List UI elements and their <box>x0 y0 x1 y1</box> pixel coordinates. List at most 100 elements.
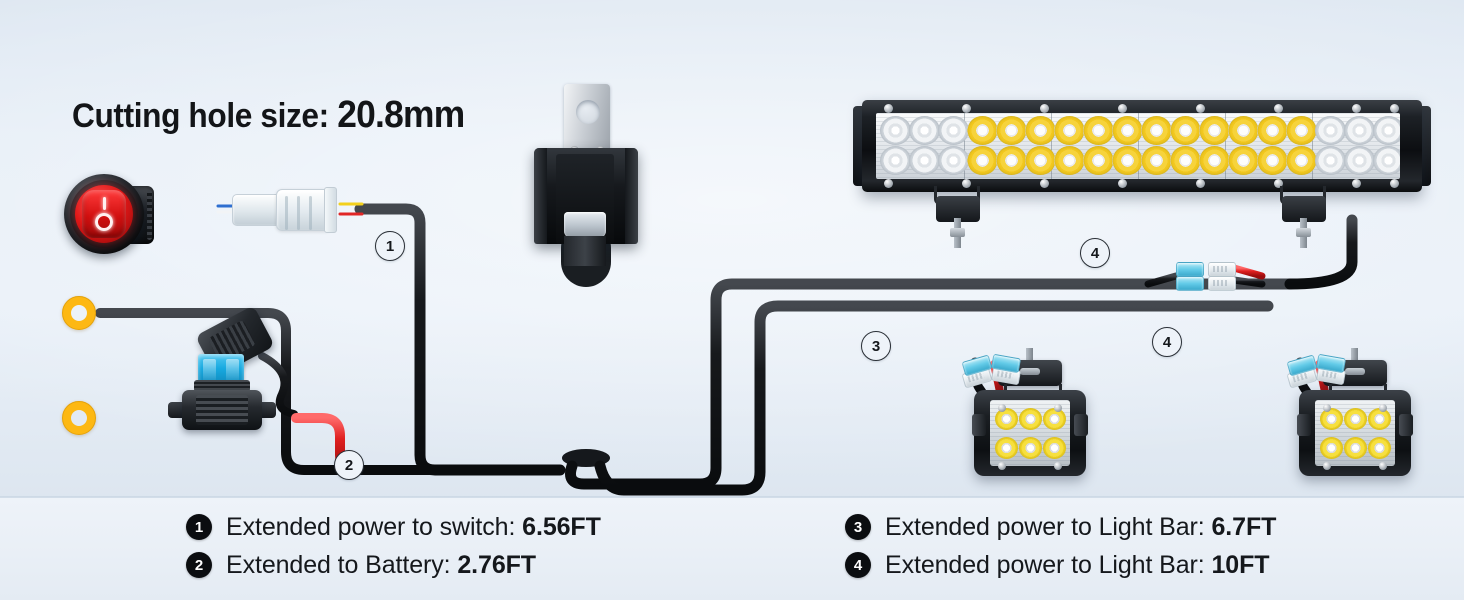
pod-led <box>1043 437 1066 459</box>
work-light-pod-right <box>1293 348 1417 476</box>
fuse-holder-body <box>182 390 262 430</box>
bullet-connector-male-red <box>1208 262 1236 277</box>
light-bar-led <box>1286 116 1317 145</box>
light-bar-screw <box>1352 104 1361 113</box>
fuse-collar <box>194 380 250 392</box>
bullet-connector-female-black <box>1176 276 1204 291</box>
legend-badge-4: 4 <box>845 552 871 578</box>
pod-corner-rib <box>1074 414 1088 436</box>
pod-corner-rib <box>1297 414 1311 436</box>
connector-flange <box>324 187 337 233</box>
relay-assembly <box>520 84 650 284</box>
legend-value-1: 6.56FT <box>522 512 601 541</box>
legend-value-2: 2.76FT <box>457 550 536 579</box>
callout-badge-3: 3 <box>861 331 891 361</box>
light-bar-led <box>909 146 940 175</box>
inline-fuse-holder[interactable] <box>160 305 300 430</box>
light-bar-led <box>1228 146 1259 175</box>
legend-item: 2 Extended to Battery: 2.76FT <box>186 546 601 584</box>
light-bar-led <box>909 116 940 145</box>
light-bar-screw <box>1274 179 1283 188</box>
pod-screw <box>1054 404 1062 412</box>
light-bar-led <box>1170 116 1201 145</box>
legend-value-3: 6.7FT <box>1211 512 1277 541</box>
callout-badge-2: 2 <box>334 450 364 480</box>
pod-led <box>1344 437 1367 459</box>
light-bar-led <box>1170 146 1201 175</box>
light-bar-led <box>1315 146 1346 175</box>
light-bar-led <box>967 116 998 145</box>
light-bar-led <box>1083 146 1114 175</box>
light-bar-led <box>1083 116 1114 145</box>
lens-divider <box>964 113 965 179</box>
light-bar-screw <box>1118 104 1127 113</box>
relay-terminal-boot <box>564 212 606 238</box>
legend-text-4: Extended power to Light Bar: 10FT <box>885 550 1270 580</box>
pod-led <box>995 437 1018 459</box>
light-bar-led <box>938 116 969 145</box>
pod-led <box>1043 408 1066 430</box>
lens-divider <box>1225 113 1226 179</box>
light-bar-screw <box>1196 179 1205 188</box>
light-bar-led <box>1257 146 1288 175</box>
light-bar-led <box>1344 116 1375 145</box>
light-bar-screw <box>884 104 893 113</box>
connector-rib <box>297 196 300 230</box>
legend-item: 3 Extended power to Light Bar: 6.7FT <box>845 508 1276 546</box>
bullet-connector-female-red <box>1176 262 1204 277</box>
light-bar-screw <box>1040 179 1049 188</box>
pod-screw <box>998 404 1006 412</box>
background-lower <box>0 498 1464 600</box>
switch-face[interactable] <box>82 190 126 238</box>
light-bar-led <box>1141 146 1172 175</box>
legend-badge-1: 1 <box>186 514 212 540</box>
callout-badge-4-upper: 4 <box>1080 238 1110 268</box>
light-bar-led <box>1199 116 1230 145</box>
light-bar-screw <box>1118 179 1127 188</box>
pod-screw <box>998 462 1006 470</box>
legend-badge-3: 3 <box>845 514 871 540</box>
title-value: 20.8mm <box>337 94 465 136</box>
light-bar-led <box>1315 116 1346 145</box>
light-bar-led <box>996 116 1027 145</box>
light-bar-bracket-left <box>936 196 980 222</box>
legend-label-3: Extended power to Light Bar: <box>885 512 1212 541</box>
light-bar-led <box>880 116 911 145</box>
legend-label-4: Extended power to Light Bar: <box>885 550 1212 579</box>
pod-bolt <box>1351 348 1358 364</box>
pod-led <box>1320 437 1343 459</box>
light-bar-led <box>1344 146 1375 175</box>
light-bar-led <box>1141 116 1172 145</box>
light-bar-screw <box>1390 179 1399 188</box>
pod-led <box>1019 437 1042 459</box>
light-bar-screw <box>1352 179 1361 188</box>
legend-label-1: Extended power to switch: <box>226 512 523 541</box>
light-bar-led <box>1257 116 1288 145</box>
legend-badge-2: 2 <box>186 552 212 578</box>
light-bar-led <box>1286 146 1317 175</box>
light-bar-screw <box>1390 104 1399 113</box>
light-bar-screw <box>962 104 971 113</box>
pod-led <box>1019 408 1042 430</box>
relay-mounting-hole <box>576 100 600 124</box>
switch-on-symbol-icon <box>102 197 106 210</box>
pod-led <box>1368 437 1391 459</box>
relay-edge-left <box>534 148 547 244</box>
light-bar-led <box>1054 146 1085 175</box>
light-bar-led <box>880 146 911 175</box>
ring-terminal-negative <box>62 296 96 330</box>
pod-screw <box>1379 404 1387 412</box>
rocker-switch[interactable] <box>62 170 158 262</box>
light-bar-led <box>1228 116 1259 145</box>
legend-value-4: 10FT <box>1211 550 1270 579</box>
legend-text-2: Extended to Battery: 2.76FT <box>226 551 536 580</box>
switch-off-symbol-icon <box>95 213 113 231</box>
callout-badge-1: 1 <box>375 231 405 261</box>
pod-screw <box>1323 462 1331 470</box>
pod-led <box>995 408 1018 430</box>
ring-terminal-positive <box>62 401 96 435</box>
pod-corner-rib <box>1399 414 1413 436</box>
light-bar-bracket-right <box>1282 196 1326 222</box>
light-bar-led <box>938 146 969 175</box>
